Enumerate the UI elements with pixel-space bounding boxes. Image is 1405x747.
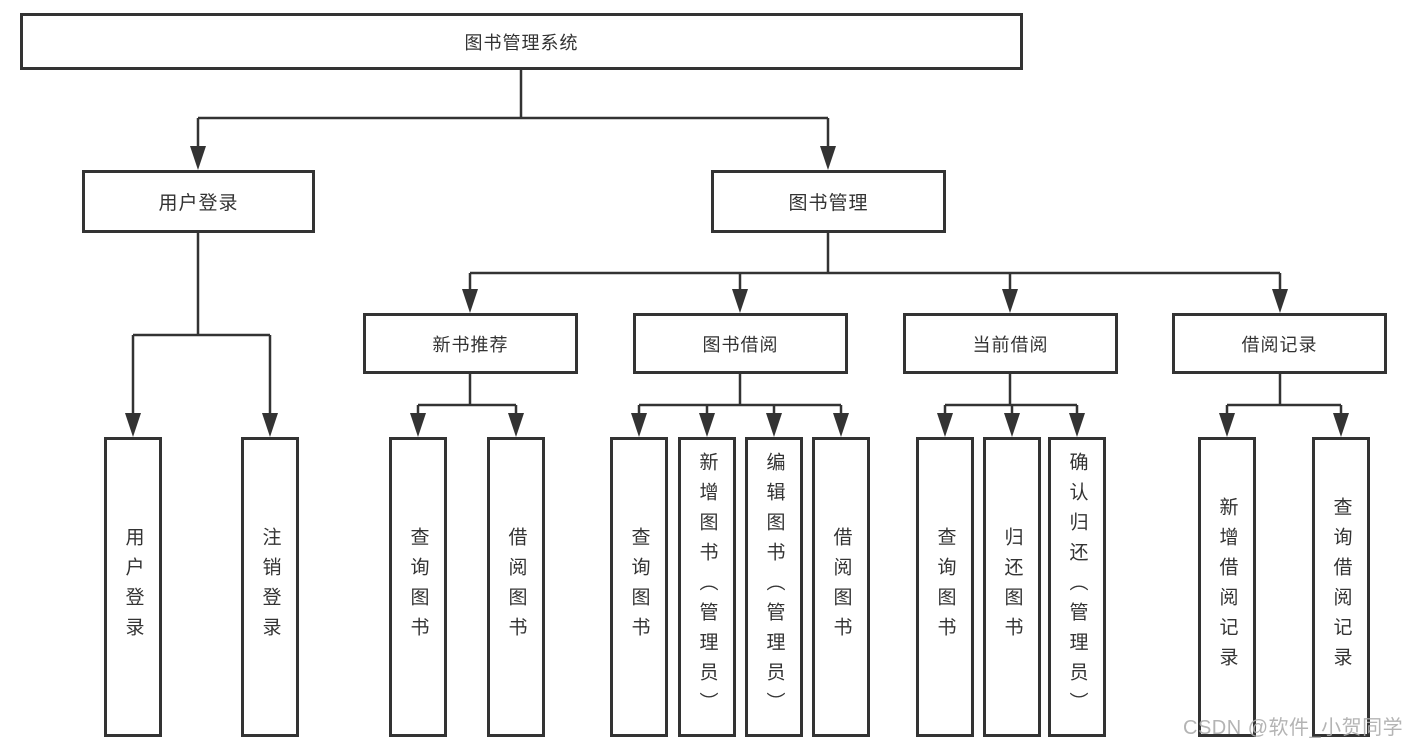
leaf-recommend-query-books-label: 查询图书 bbox=[407, 527, 429, 647]
connector-recommend-to-leaves bbox=[410, 374, 524, 437]
leaf-recommend-query-books: 查询图书 bbox=[389, 437, 447, 737]
node-book-borrow: 图书借阅 bbox=[633, 313, 848, 374]
leaf-logout-label: 注销登录 bbox=[259, 527, 281, 647]
leaf-records-query-record: 查询借阅记录 bbox=[1312, 437, 1370, 737]
leaf-current-return-books: 归还图书 bbox=[983, 437, 1041, 737]
leaf-current-confirm-return-admin: 确认归还（管理员） bbox=[1048, 437, 1106, 737]
node-new-book-recommend: 新书推荐 bbox=[363, 313, 578, 374]
leaf-recommend-borrow-books: 借阅图书 bbox=[487, 437, 545, 737]
leaf-borrow-query-books-label: 查询图书 bbox=[628, 527, 650, 647]
leaf-borrow-borrow-books-label: 借阅图书 bbox=[830, 527, 852, 647]
node-user-login: 用户登录 bbox=[82, 170, 315, 233]
node-current-borrow-label: 当前借阅 bbox=[972, 334, 1049, 355]
node-root: 图书管理系统 bbox=[20, 13, 1023, 70]
leaf-records-add-record-label: 新增借阅记录 bbox=[1216, 497, 1238, 677]
leaf-records-query-record-label: 查询借阅记录 bbox=[1330, 497, 1352, 677]
leaf-borrow-add-books-admin-label: 新增图书（管理员） bbox=[696, 452, 718, 722]
connector-userlogin-to-leaves bbox=[125, 233, 278, 437]
node-current-borrow: 当前借阅 bbox=[903, 313, 1118, 374]
leaf-borrow-edit-books-admin-label: 编辑图书（管理员） bbox=[763, 452, 785, 722]
connector-current-to-leaves bbox=[937, 374, 1085, 437]
leaf-records-add-record: 新增借阅记录 bbox=[1198, 437, 1256, 737]
node-borrow-records: 借阅记录 bbox=[1172, 313, 1387, 374]
leaf-current-return-books-label: 归还图书 bbox=[1001, 527, 1023, 647]
leaf-borrow-query-books: 查询图书 bbox=[610, 437, 668, 737]
leaf-current-confirm-return-admin-label: 确认归还（管理员） bbox=[1066, 452, 1088, 722]
node-book-management-label: 图书管理 bbox=[788, 193, 869, 214]
node-new-book-recommend-label: 新书推荐 bbox=[432, 334, 509, 355]
csdn-watermark: CSDN @软件_小贺同学 bbox=[1183, 717, 1404, 739]
leaf-logout: 注销登录 bbox=[241, 437, 299, 737]
leaf-user-login-label: 用户登录 bbox=[122, 527, 144, 647]
node-book-borrow-label: 图书借阅 bbox=[702, 334, 779, 355]
leaf-current-query-books-label: 查询图书 bbox=[934, 527, 956, 647]
connector-records-to-leaves bbox=[1219, 374, 1349, 437]
node-book-management: 图书管理 bbox=[711, 170, 946, 233]
node-root-label: 图书管理系统 bbox=[464, 32, 579, 53]
leaf-borrow-edit-books-admin: 编辑图书（管理员） bbox=[745, 437, 803, 737]
connector-root-to-level2 bbox=[190, 70, 836, 170]
leaf-borrow-add-books-admin: 新增图书（管理员） bbox=[678, 437, 736, 737]
leaf-recommend-borrow-books-label: 借阅图书 bbox=[505, 527, 527, 647]
node-borrow-records-label: 借阅记录 bbox=[1241, 334, 1318, 355]
leaf-borrow-borrow-books: 借阅图书 bbox=[812, 437, 870, 737]
leaf-user-login: 用户登录 bbox=[104, 437, 162, 737]
node-user-login-label: 用户登录 bbox=[158, 193, 239, 214]
connector-bookmgmt-to-level3 bbox=[462, 233, 1288, 313]
leaf-current-query-books: 查询图书 bbox=[916, 437, 974, 737]
connector-borrow-to-leaves bbox=[631, 374, 849, 437]
